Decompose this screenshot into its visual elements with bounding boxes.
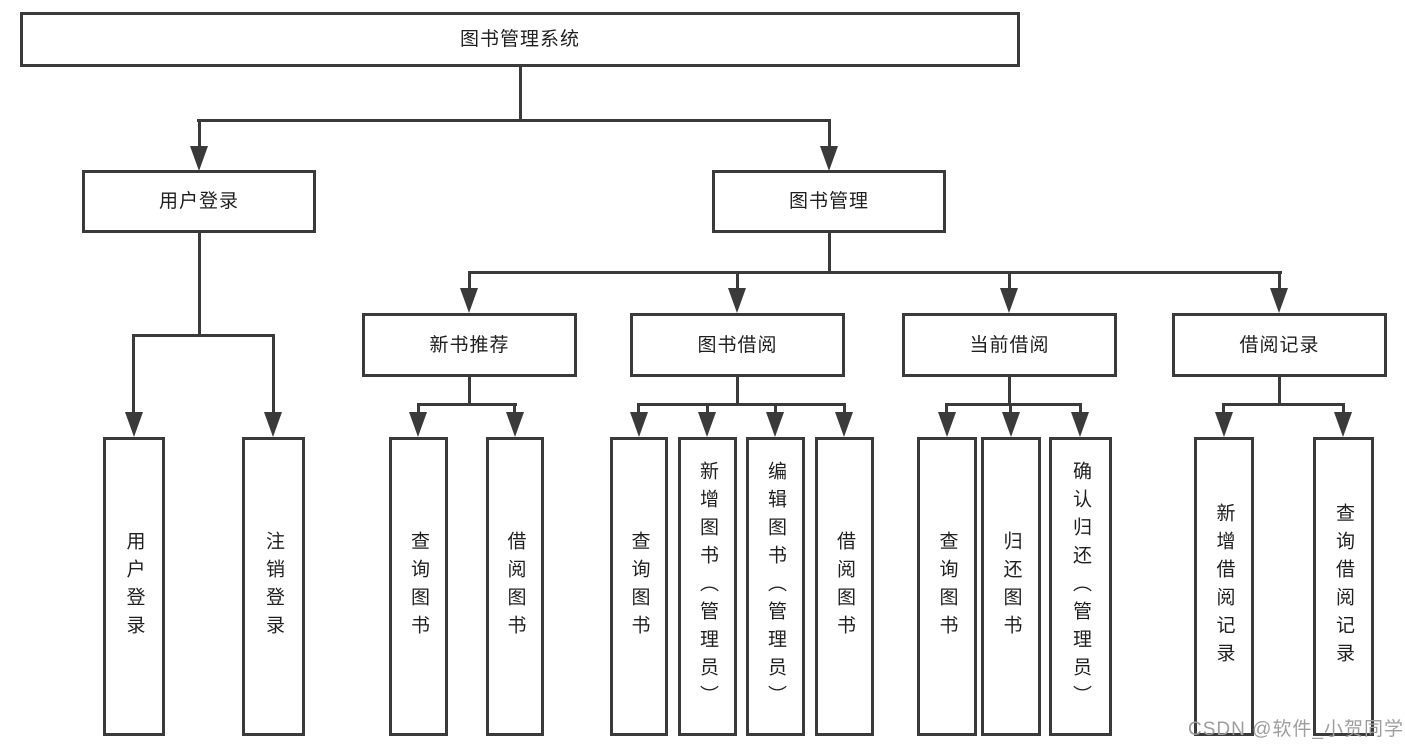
arrow-to-records-add: [1215, 412, 1233, 437]
leaf-records-add-record: 新增借阅记录: [1194, 437, 1254, 736]
connector-drop-new-book-recommend: [468, 271, 471, 291]
connector-drop-borrow-borrow: [843, 403, 846, 415]
watermark: CSDN @软件_小贺同学: [1188, 719, 1404, 740]
connector-drop-records-query: [1342, 403, 1345, 415]
connector-user-login-stem: [198, 233, 201, 336]
leaf-records-query-record: 查询借阅记录: [1313, 437, 1374, 736]
node-new-book-recommend: 新书推荐: [362, 313, 577, 377]
connector-drop-logout: [272, 334, 275, 414]
arrow-to-book-management: [820, 146, 838, 171]
connector-book-management-rail: [468, 271, 1282, 274]
leaf-borrow-borrow-books: 借阅图书: [815, 437, 874, 736]
leaf-recommend-borrow-books: 借阅图书: [486, 437, 544, 736]
connector-drop-book-management: [828, 119, 831, 149]
connector-current-rail: [945, 403, 1082, 406]
leaf-current-confirm-return: 确认归还（管理员）: [1049, 437, 1112, 736]
connector-drop-login: [132, 334, 135, 414]
node-book-management: 图书管理: [712, 170, 946, 233]
leaf-borrow-edit-books: 编辑图书（管理员）: [746, 437, 805, 736]
arrow-to-borrow-records: [1270, 288, 1288, 313]
arrow-to-new-book-recommend: [460, 288, 478, 313]
arrow-to-book-borrow: [728, 288, 746, 313]
arrow-to-borrow-add: [698, 412, 716, 437]
connector-borrow-rail: [637, 403, 846, 406]
connector-drop-user-login: [198, 119, 201, 149]
leaf-recommend-query-books: 查询图书: [389, 437, 448, 736]
node-library-system: 图书管理系统: [20, 12, 1020, 67]
connector-recommend-rail: [417, 403, 517, 406]
connector-drop-recommend-query: [417, 403, 420, 415]
connector-drop-current-confirm: [1079, 403, 1082, 415]
arrow-to-recommend-borrow: [506, 412, 524, 437]
arrow-to-current-borrow: [1000, 288, 1018, 313]
arrow-to-current-confirm: [1071, 412, 1089, 437]
arrow-to-recommend-query: [409, 412, 427, 437]
leaf-borrow-query-books: 查询图书: [610, 437, 668, 736]
arrow-to-records-query: [1334, 412, 1352, 437]
arrow-to-borrow-borrow: [835, 412, 853, 437]
connector-root-stem: [519, 67, 522, 120]
connector-drop-recommend-borrow: [513, 403, 516, 415]
leaf-current-query-books: 查询图书: [917, 437, 977, 736]
connector-root-rail: [197, 119, 831, 122]
leaf-borrow-add-books: 新增图书（管理员）: [678, 437, 737, 736]
connector-book-management-stem: [828, 233, 831, 274]
leaf-current-return-books: 归还图书: [981, 437, 1041, 736]
arrow-to-borrow-query: [630, 412, 648, 437]
connector-drop-borrow-edit: [774, 403, 777, 415]
node-user-login: 用户登录: [82, 170, 316, 233]
connector-records-rail: [1222, 403, 1345, 406]
arrow-to-user-login: [190, 146, 208, 171]
arrow-to-borrow-edit: [766, 412, 784, 437]
connector-drop-current-query: [945, 403, 948, 415]
connector-drop-borrow-add: [706, 403, 709, 415]
connector-drop-borrow-query: [637, 403, 640, 415]
connector-drop-borrow-records: [1278, 271, 1281, 291]
arrow-to-current-return: [1002, 412, 1020, 437]
connector-drop-book-borrow: [736, 271, 739, 291]
connector-records-stem: [1278, 377, 1281, 405]
connector-current-stem: [1008, 377, 1011, 405]
connector-drop-current-borrow: [1008, 271, 1011, 291]
connector-user-login-rail: [132, 334, 275, 337]
arrow-to-login: [125, 412, 143, 437]
node-borrow-records: 借阅记录: [1172, 313, 1387, 377]
connector-recommend-stem: [468, 377, 471, 405]
node-current-borrow: 当前借阅: [902, 313, 1117, 377]
node-book-borrow: 图书借阅: [630, 313, 845, 377]
leaf-user-login: 用户登录: [103, 437, 165, 736]
connector-drop-records-add: [1222, 403, 1225, 415]
arrow-to-current-query: [938, 412, 956, 437]
connector-drop-current-return: [1009, 403, 1012, 415]
arrow-to-logout: [264, 412, 282, 437]
connector-borrow-stem: [736, 377, 739, 405]
leaf-logout: 注销登录: [242, 437, 305, 736]
